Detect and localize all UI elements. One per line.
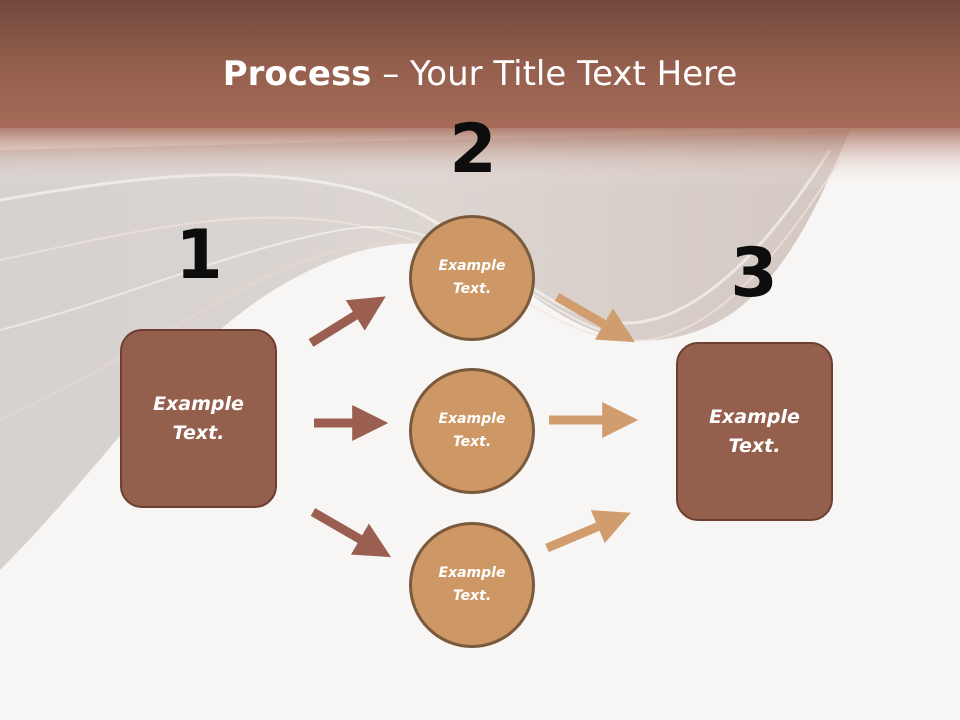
left-box-text: Example Text. bbox=[153, 392, 244, 444]
slide-title: Process – Your Title Text Here bbox=[0, 52, 960, 96]
circle-middle-text: Example Text. bbox=[438, 411, 506, 450]
step-number-3: 3 bbox=[730, 234, 778, 313]
left-box: Example Text. bbox=[120, 329, 277, 508]
step-number-2: 2 bbox=[449, 110, 497, 189]
circle-top: Example Text. bbox=[409, 215, 535, 341]
title-rest: – Your Title Text Here bbox=[371, 54, 738, 94]
step-number-1: 1 bbox=[175, 216, 223, 295]
circle-middle: Example Text. bbox=[409, 368, 535, 494]
title-bold: Process bbox=[222, 54, 372, 94]
right-box: Example Text. bbox=[676, 342, 833, 521]
circle-bottom: Example Text. bbox=[409, 522, 535, 648]
right-box-text: Example Text. bbox=[709, 405, 800, 457]
circle-bottom-text: Example Text. bbox=[438, 565, 506, 604]
circle-top-text: Example Text. bbox=[438, 258, 506, 297]
